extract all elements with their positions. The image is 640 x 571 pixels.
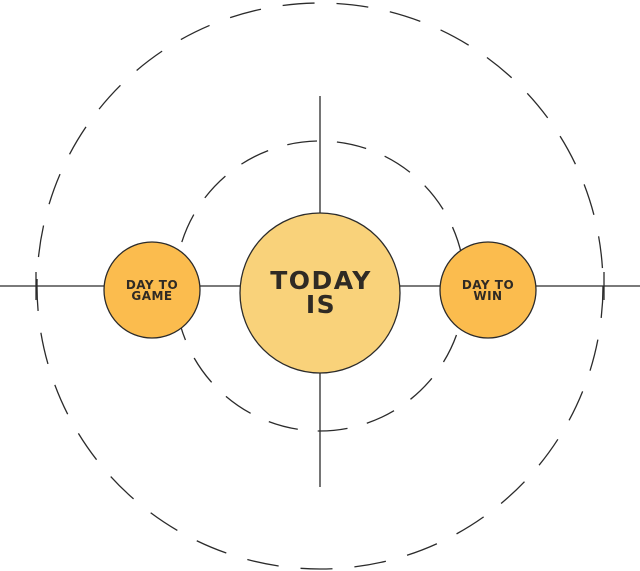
day-to-game-node bbox=[103, 241, 201, 339]
today-is-text: TODAY IS bbox=[270, 266, 372, 319]
day-to-win-node bbox=[439, 241, 537, 339]
day-to-game-text: DAY TO GAME bbox=[125, 277, 179, 303]
day-to-game-label: DAY TO GAME bbox=[104, 243, 200, 339]
day-to-win-label: DAY TO WIN bbox=[440, 243, 536, 339]
day-to-win-text: DAY TO WIN bbox=[461, 277, 515, 303]
today-is-node bbox=[239, 212, 401, 374]
today-is-label: TODAY IS bbox=[240, 212, 402, 374]
